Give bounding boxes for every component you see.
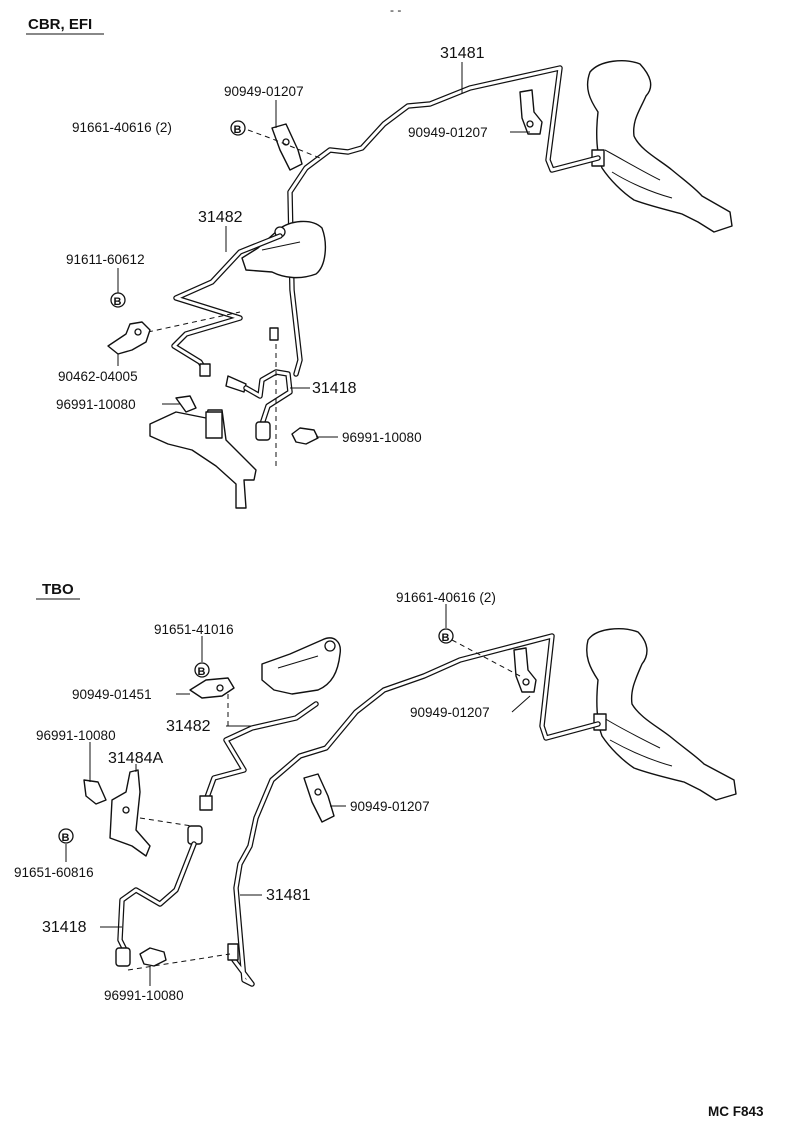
clutch-slave-cylinder xyxy=(241,220,327,279)
label-31482-top: 31482 xyxy=(198,209,243,226)
leader-90949-right-bottom xyxy=(511,695,531,713)
clutch-master-cylinder xyxy=(586,60,733,233)
section-title-cbr-efi: CBR, EFI xyxy=(28,16,92,33)
leader-pipe-to-bracket xyxy=(147,311,241,333)
pipe-31482-top xyxy=(171,233,283,377)
b-mark-top-1: B xyxy=(230,120,246,136)
label-91651-60816: 91651-60816 xyxy=(14,865,94,880)
bracket-31484a xyxy=(109,769,151,857)
page-mark: - - xyxy=(390,3,401,17)
label-31418-bottom: 31418 xyxy=(42,919,87,936)
label-91611-60612: 91611-60612 xyxy=(66,252,145,267)
clutch-master-cylinder-bottom xyxy=(586,628,737,801)
leader-bolt-to-clamp-bottom xyxy=(451,639,521,677)
label-96991-10080-top-right: 96991-10080 xyxy=(342,430,422,445)
hose-31418-top xyxy=(225,369,293,441)
label-90949-01207-bottom-b: 90949-01207 xyxy=(350,799,430,814)
b-mark-bottom-2: B xyxy=(194,662,210,678)
svg-text:B: B xyxy=(62,832,70,844)
clutch-housing-bracket xyxy=(149,409,257,509)
svg-text:B: B xyxy=(234,124,242,136)
clamp-upper-left xyxy=(271,123,303,171)
label-31481-top: 31481 xyxy=(440,45,485,62)
pipe-31482-bottom xyxy=(199,701,319,811)
b-mark-bottom-3: B xyxy=(58,828,74,844)
label-96991-10080-bottom-left: 96991-10080 xyxy=(36,728,116,743)
clip-left-top xyxy=(175,395,197,413)
clip-bottom xyxy=(139,947,167,967)
label-90462-04005: 90462-04005 xyxy=(58,369,138,384)
label-31482-bottom: 31482 xyxy=(166,718,211,735)
label-90949-01207-bottom-a: 90949-01207 xyxy=(410,705,490,720)
label-91651-41016: 91651-41016 xyxy=(154,622,234,637)
section-title-tbo: TBO xyxy=(42,581,74,598)
leader-bracket-to-hose xyxy=(139,817,193,827)
bracket-top xyxy=(107,321,151,355)
label-96991-10080-top-left: 96991-10080 xyxy=(56,397,136,412)
clip-left-bottom xyxy=(83,779,107,805)
footer-code: MC F843 xyxy=(708,1104,764,1119)
svg-text:B: B xyxy=(198,666,206,678)
label-91661-40616-bottom: 91661-40616 (2) xyxy=(396,590,496,605)
svg-text:B: B xyxy=(442,632,450,644)
label-31418-top: 31418 xyxy=(312,380,357,397)
section-tbo: TBO xyxy=(14,581,737,1003)
label-90949-01451: 90949-01451 xyxy=(72,687,152,702)
label-91661-40616-top: 91661-40616 (2) xyxy=(72,120,172,135)
clamp-mid-bottom xyxy=(303,773,335,823)
label-90949-01207-top-a: 90949-01207 xyxy=(224,84,304,99)
svg-text:B: B xyxy=(114,296,122,308)
label-96991-10080-bottom: 96991-10080 xyxy=(104,988,184,1003)
b-mark-top-2: B xyxy=(110,292,126,308)
pipe-31481-top xyxy=(269,65,601,377)
clamp-upper-right xyxy=(519,89,543,135)
clamp-right-bottom xyxy=(513,647,537,693)
label-90949-01207-top-b: 90949-01207 xyxy=(408,125,488,140)
clamp-left-bottom xyxy=(189,677,235,699)
label-31484a: 31484A xyxy=(108,750,163,767)
section-cbr-efi: CBR, EFI xyxy=(26,16,733,509)
b-mark-bottom-1: B xyxy=(438,628,454,644)
clip-right-top xyxy=(291,427,319,445)
hose-31418-bottom xyxy=(115,825,203,967)
clutch-slave-cylinder-bottom xyxy=(261,637,341,695)
label-31481-bottom: 31481 xyxy=(266,887,311,904)
pipe-31481-bottom xyxy=(227,633,601,987)
